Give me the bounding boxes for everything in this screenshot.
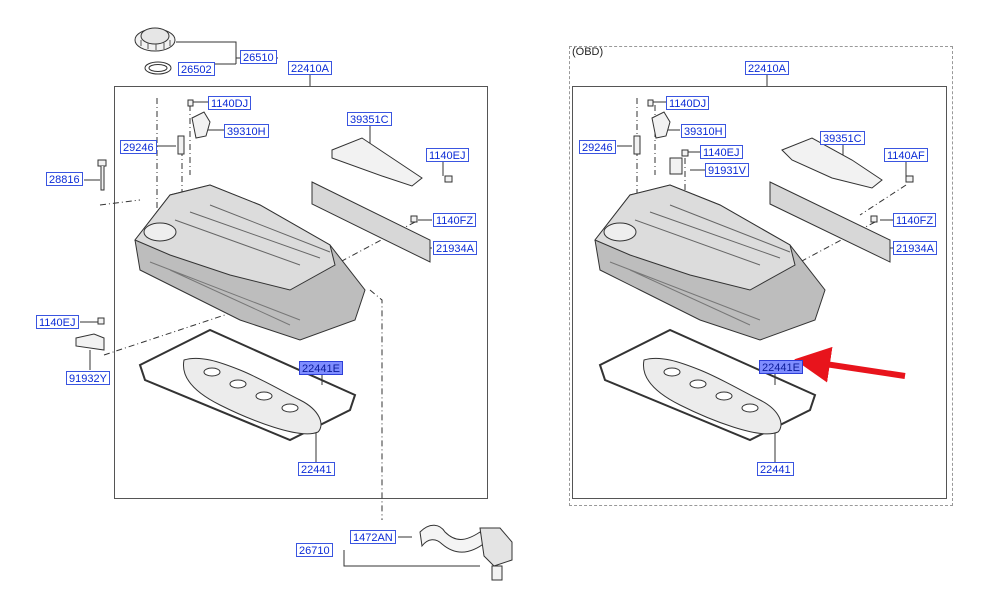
- part-label-22410A[interactable]: 22410A: [288, 61, 332, 75]
- part-label-22441E[interactable]: 22441E: [299, 361, 343, 375]
- right-panel-frame: [572, 86, 947, 499]
- part-label-28816[interactable]: 28816: [46, 172, 83, 186]
- obd-part-label-1140DJ[interactable]: 1140DJ: [666, 96, 710, 110]
- part-label-26710[interactable]: 26710: [296, 543, 333, 557]
- part-label-29246[interactable]: 29246: [120, 140, 157, 154]
- obd-part-label-91931V[interactable]: 91931V: [705, 163, 749, 177]
- part-label-1140FZ[interactable]: 1140FZ: [433, 213, 477, 227]
- left-panel-frame: [114, 86, 488, 499]
- part-label-22441[interactable]: 22441: [298, 462, 335, 476]
- part-label-26510[interactable]: 26510: [240, 50, 277, 64]
- part-label-21934A[interactable]: 21934A: [433, 241, 477, 255]
- part-label-1140DJ[interactable]: 1140DJ: [208, 96, 252, 110]
- obd-panel-title: (OBD): [572, 46, 604, 58]
- part-label-1140EJ-left[interactable]: 1140EJ: [36, 315, 79, 329]
- obd-part-label-22410A[interactable]: 22410A: [745, 61, 789, 75]
- part-label-39351C[interactable]: 39351C: [347, 112, 392, 126]
- obd-part-label-1140FZ[interactable]: 1140FZ: [893, 213, 937, 227]
- obd-part-label-22441[interactable]: 22441: [757, 462, 794, 476]
- part-label-26502[interactable]: 26502: [178, 62, 215, 76]
- obd-part-label-29246[interactable]: 29246: [579, 140, 616, 154]
- obd-part-label-1140AF[interactable]: 1140AF: [884, 148, 928, 162]
- obd-part-label-39310H[interactable]: 39310H: [681, 124, 726, 138]
- obd-part-label-39351C[interactable]: 39351C: [820, 131, 865, 145]
- obd-panel-frame: [569, 46, 953, 506]
- part-label-91932Y[interactable]: 91932Y: [66, 371, 110, 385]
- obd-part-label-21934A[interactable]: 21934A: [893, 241, 937, 255]
- obd-part-label-1140EJ[interactable]: 1140EJ: [700, 145, 743, 159]
- part-label-1140EJ-top[interactable]: 1140EJ: [426, 148, 469, 162]
- part-label-1472AN[interactable]: 1472AN: [350, 530, 396, 544]
- obd-part-label-22441E[interactable]: 22441E: [759, 360, 803, 374]
- part-label-39310H[interactable]: 39310H: [224, 124, 269, 138]
- highlight-arrow: [794, 346, 906, 383]
